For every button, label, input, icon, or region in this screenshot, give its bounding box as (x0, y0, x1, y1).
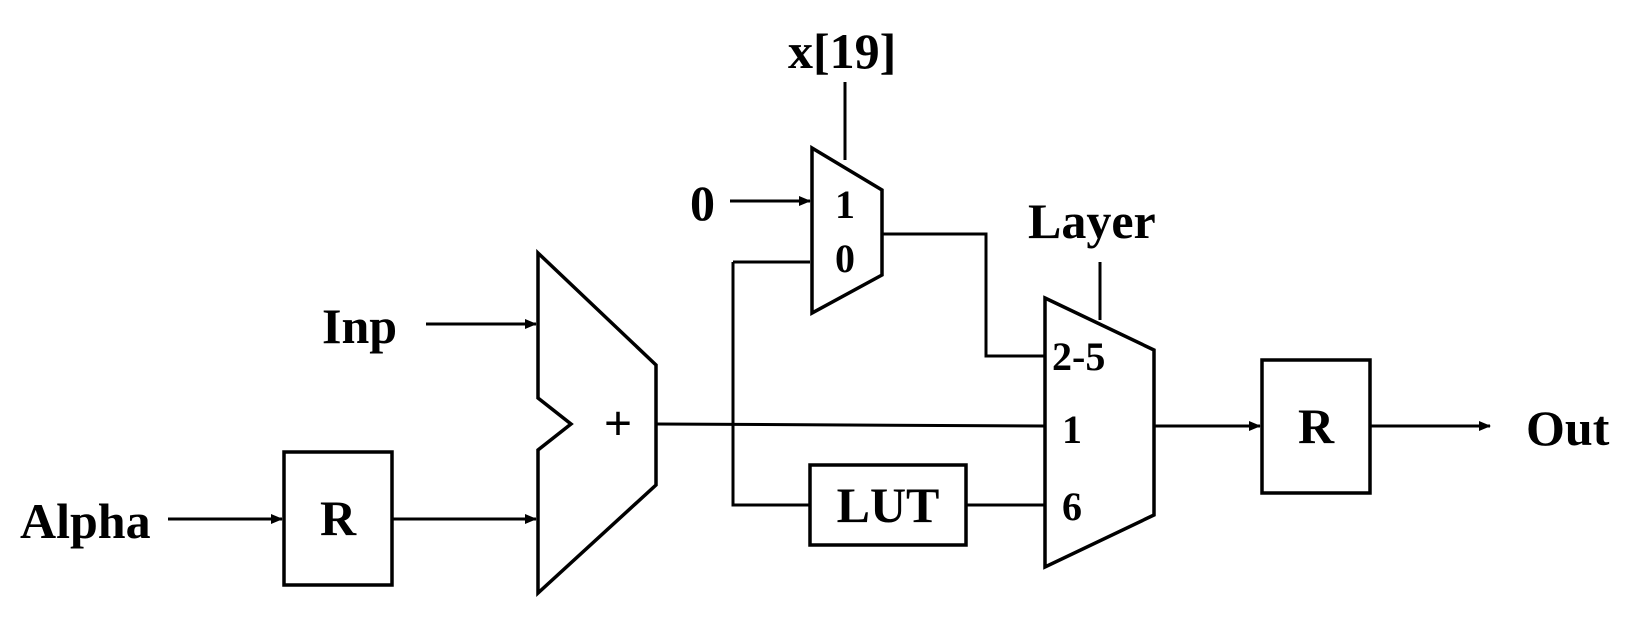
mux2-port-6: 6 (1062, 484, 1082, 529)
wire-mux1-to-mux2 (882, 232, 1045, 358)
input-register (282, 450, 394, 587)
mux1 (810, 144, 884, 316)
mux1-port-1: 1 (835, 182, 855, 227)
label-layer: Layer (1028, 193, 1156, 249)
wire-adder-to-mux2-port1 (655, 422, 1046, 428)
lut-block (808, 463, 968, 547)
label-alpha: Alpha (20, 493, 151, 549)
wire-feedback-to-mux1-and-lut (731, 262, 810, 507)
label-out: Out (1526, 400, 1610, 456)
label-inp: Inp (322, 298, 397, 354)
label-reg-in: R (320, 490, 357, 546)
output-register (1260, 358, 1372, 495)
mux2-port-1: 1 (1062, 407, 1082, 452)
label-reg-out: R (1298, 398, 1335, 454)
label-lut: LUT (837, 477, 940, 533)
label-adder-plus: + (604, 395, 633, 451)
mux2 (1043, 295, 1156, 570)
adder-block (536, 248, 658, 597)
mux1-port-0: 0 (835, 236, 855, 281)
label-x19: x[19] (788, 23, 896, 79)
label-zero: 0 (690, 175, 715, 231)
mux2-port-2-5: 2-5 (1052, 334, 1105, 379)
